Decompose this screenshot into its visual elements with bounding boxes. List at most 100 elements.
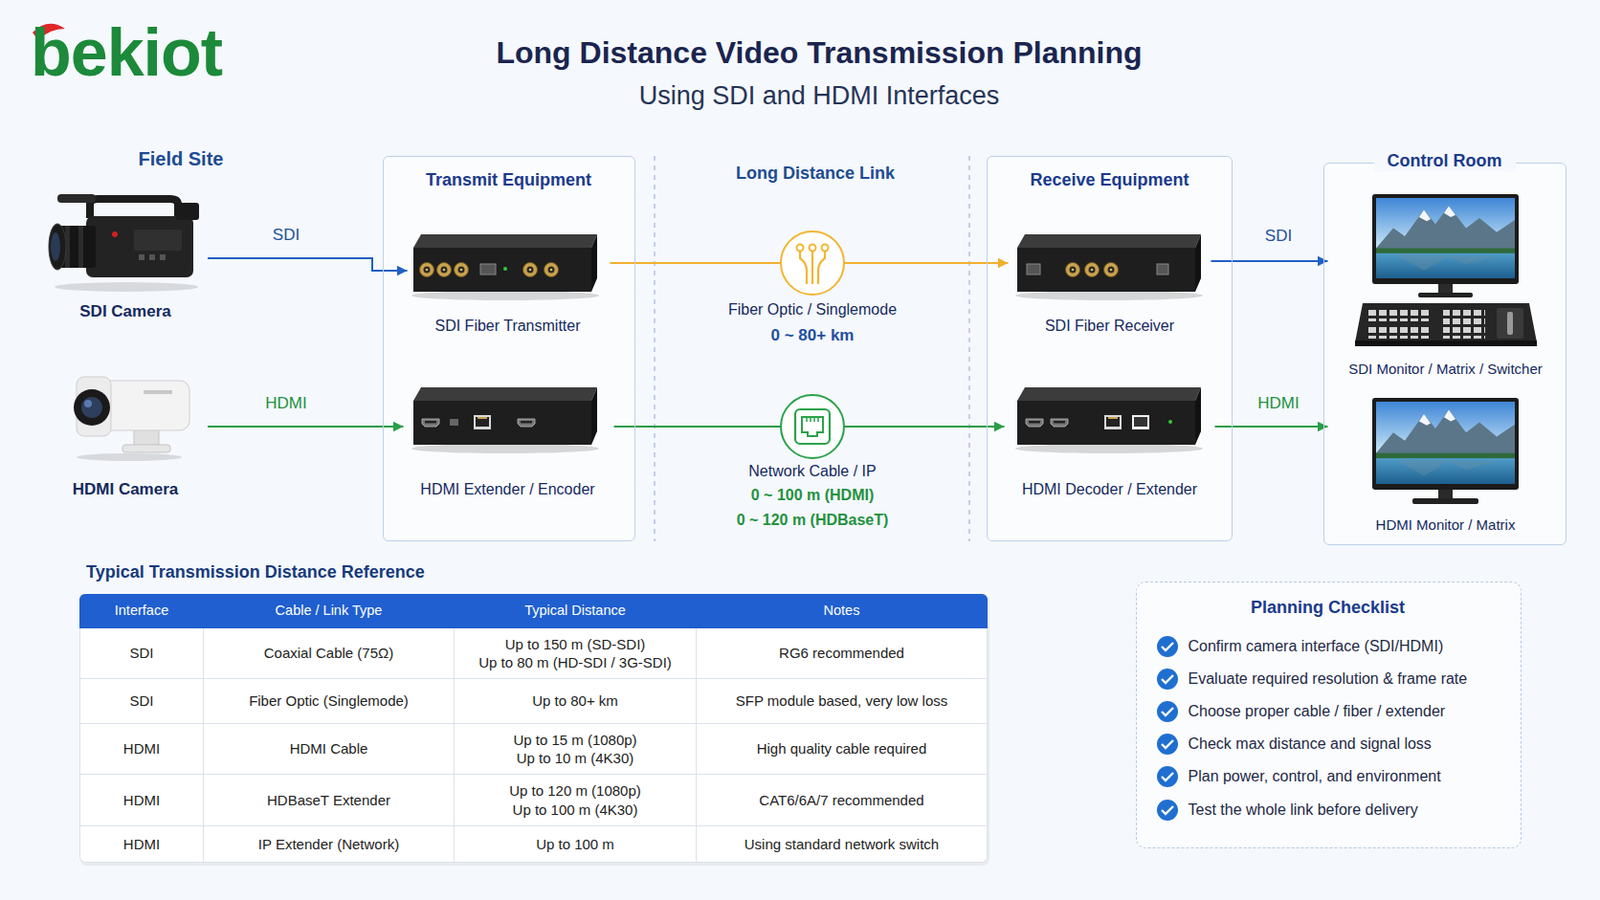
table-header-cell: Typical Distance [454,594,697,629]
box-heading: Planning Checklist [1146,598,1511,620]
connector-label: SDI [247,225,325,245]
node-label: Network Cable / IP [697,462,928,481]
signal-connector [614,425,782,428]
network-icon [806,417,819,423]
table-cell-text: HDMI [123,739,160,759]
hdmi-camera-picture [143,390,173,395]
panel-fill [382,155,1567,849]
sdi-monitor-picture [1376,198,1515,279]
connector-label: SDI [1240,226,1317,246]
fiber-icon [818,251,825,285]
table-cell: CAT6/6A/7 recommended [696,775,988,827]
table-shadow [80,596,990,867]
hdmi-decoder-picture [1132,415,1150,430]
device-node: SDI Fiber Receiver [1008,229,1212,345]
node-label: SDI Monitor / Matrix / Switcher [1331,360,1561,378]
check-mark [1156,668,1178,690]
table-cell: Up to 80+ km [454,679,697,725]
hdmi-monitor-picture [1438,489,1453,500]
sdi-monitor-picture [1418,292,1473,298]
checklist-item: Evaluate required resolution & frame rat… [1188,669,1512,689]
equipment-panel: Transmit EquipmentSDI Fiber TransmitterH… [382,155,636,542]
hdmi-encoder-picture [422,419,440,427]
sdi-camera-picture [48,223,67,270]
table-cell-text: HDMI [123,791,160,811]
switcher-picture [1368,308,1432,322]
hdmi-camera-picture [73,377,190,462]
table-cell: HDMI [79,826,204,864]
node-label: SDI Camera [45,302,205,322]
table-cell-text: HDMI [123,835,160,855]
node-label: HDMI Extender / Encoder [404,480,612,499]
sdi-fiber-transmitter-picture [480,264,496,275]
table-cell-text: SFP module based, very low loss [735,691,949,712]
logo-text: bekiot [30,19,280,87]
table-cell-text: SDI [129,644,154,664]
table-cell-text: Typical Distance [524,601,626,621]
signal-connector [207,425,404,428]
fiber-icon [822,244,829,252]
hdmi-encoder-picture [411,387,600,454]
network-icon [801,417,823,437]
hdmi-encoder-picture [517,419,535,427]
sdi-fiber-transmitter-picture [411,234,600,301]
switcher-picture [1355,340,1537,347]
sdi-fiber-receiver-picture [1026,264,1041,275]
sdi-camera-picture [176,202,200,221]
table-cell: Up to 150 m (SD-SDI)Up to 80 m (HD-SDI /… [454,628,697,680]
panel-fill [1323,162,1567,546]
node-label: SDI Fiber Transmitter [408,316,608,335]
table-cell-text: SDI [129,691,154,712]
sdi-fiber-receiver-picture [1085,263,1100,278]
fiber-icon [800,251,807,285]
table-header-cell: Notes [696,594,988,629]
node-label: HDMI Monitor / Matrix [1331,516,1561,534]
sdi-fiber-receiver-picture [1156,264,1169,275]
sdi-fiber-receiver-picture [1015,234,1203,301]
table-cell-text: Notes [823,601,861,621]
table-cell-text: High quality cable required [756,739,928,759]
hdmi-monitor-picture [1372,398,1519,505]
node-label: Fiber Optic / Singlemode [697,300,928,319]
table-heading: Typical Transmission Distance Reference [86,562,661,584]
checklist-box: Planning ChecklistConfirm camera interfa… [1135,581,1522,849]
signal-connector [1211,260,1329,263]
table-cell: Using standard network switch [696,826,988,864]
fiber-icon [809,244,817,252]
hdmi-decoder-picture [1104,415,1122,430]
table-cell-text: Interface [114,601,169,621]
table-cell-text: HDMI Cable [289,739,369,759]
check-mark [1156,733,1178,756]
table-cell-text: Up to 80 m (HD-SDI / 3G-SDI) [478,653,672,673]
checklist-item: Choose proper cable / fiber / extender [1188,702,1512,721]
switcher-picture [1355,303,1537,347]
sdi-fiber-transmitter-picture [523,263,538,278]
table-cell-text: Fiber Optic (Singlemode) [248,691,409,712]
sdi-camera-picture [57,194,96,203]
subtitle: Using SDI and HDMI Interfaces [436,80,1202,112]
hdmi-camera-picture [76,453,182,462]
divider-line [654,155,970,542]
camera-node: SDI Camera [43,189,208,329]
table-header-cell: Cable / Link Type [203,594,455,629]
table-cell-text: Up to 80+ km [532,691,619,712]
checklist-item: Plan power, control, and environment [1188,767,1512,786]
hdmi-monitor-picture [1412,498,1479,505]
hdmi-encoder-picture [473,415,491,430]
box-heading: Transmit Equipment [389,170,629,192]
panel-fill [1135,581,1522,849]
device-node: HDMI Decoder / Extender [1004,380,1216,506]
link-node: Network Cable / IP0 ~ 100 m (HDMI)0 ~ 12… [780,395,845,459]
equipment-panel: Receive EquipmentSDI Fiber ReceiverHDMI … [986,155,1233,542]
sdi-camera-picture [86,216,194,278]
connector-label: HDMI [247,394,325,414]
sdi-fiber-transmitter-picture [437,263,452,278]
checklist-item: Test the whole link before delivery [1188,800,1512,820]
sdi-camera-picture [50,232,61,262]
signal-connector [844,262,1009,265]
sdi-camera-picture [149,254,156,261]
sdi-camera-picture [89,199,178,219]
box-heading: Control Room [1374,151,1516,173]
node-label: 0 ~ 120 m (HDBaseT) [697,511,928,530]
